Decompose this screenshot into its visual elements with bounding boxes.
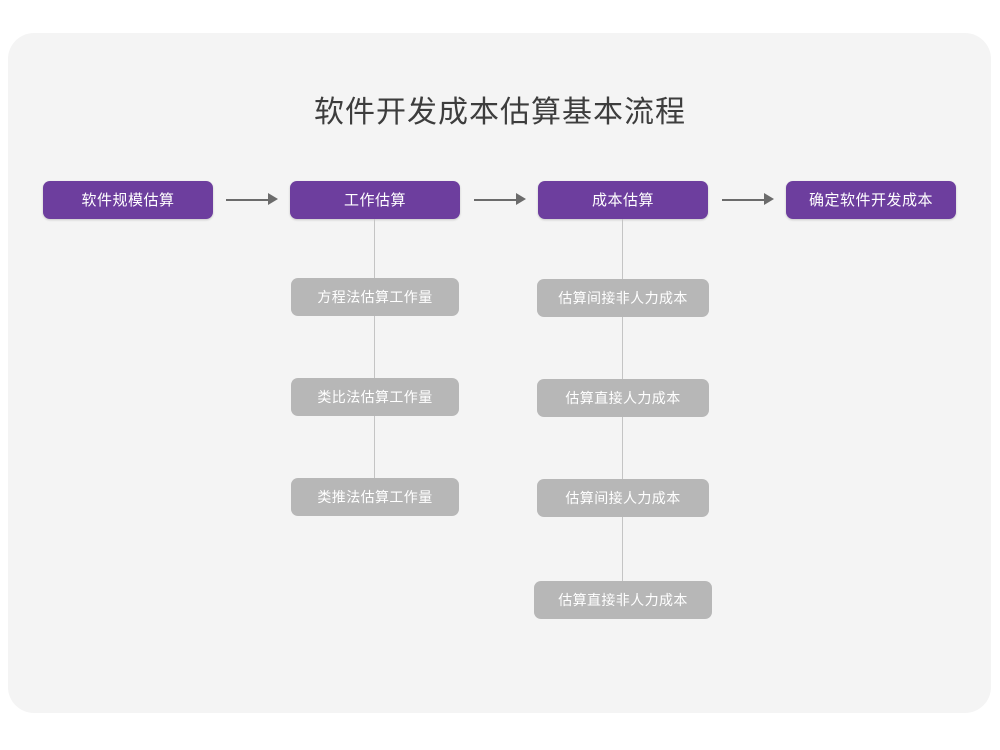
diagram-card-background xyxy=(8,33,991,713)
substep-node-indirect-non-labor-cost[interactable]: 估算间接非人力成本 xyxy=(537,279,709,317)
arrow-shaft-icon xyxy=(226,199,270,201)
arrow-head-icon xyxy=(764,193,774,206)
stage-node-effort-estimation[interactable]: 工作估算 xyxy=(290,181,460,219)
arrow-stage3-to-stage4 xyxy=(722,188,774,212)
stage-node-determine-development-cost[interactable]: 确定软件开发成本 xyxy=(786,181,956,219)
substep-node-indirect-labor-cost[interactable]: 估算间接人力成本 xyxy=(537,479,709,517)
arrow-stage1-to-stage2 xyxy=(226,188,278,212)
stage-node-cost-estimation[interactable]: 成本估算 xyxy=(538,181,708,219)
connector-line-effort-branch xyxy=(374,219,376,498)
arrow-shaft-icon xyxy=(722,199,766,201)
diagram-title: 软件开发成本估算基本流程 xyxy=(314,96,686,129)
substep-node-direct-non-labor-cost[interactable]: 估算直接非人力成本 xyxy=(534,581,712,619)
stage-node-software-size-estimation[interactable]: 软件规模估算 xyxy=(43,181,213,219)
substep-node-inference-method-effort[interactable]: 类推法估算工作量 xyxy=(291,478,459,516)
arrow-stage2-to-stage3 xyxy=(474,188,526,212)
arrow-head-icon xyxy=(516,193,526,206)
substep-node-equation-method-effort[interactable]: 方程法估算工作量 xyxy=(291,278,459,316)
substep-node-analogy-method-effort[interactable]: 类比法估算工作量 xyxy=(291,378,459,416)
arrow-shaft-icon xyxy=(474,199,518,201)
arrow-head-icon xyxy=(268,193,278,206)
substep-node-direct-labor-cost[interactable]: 估算直接人力成本 xyxy=(537,379,709,417)
